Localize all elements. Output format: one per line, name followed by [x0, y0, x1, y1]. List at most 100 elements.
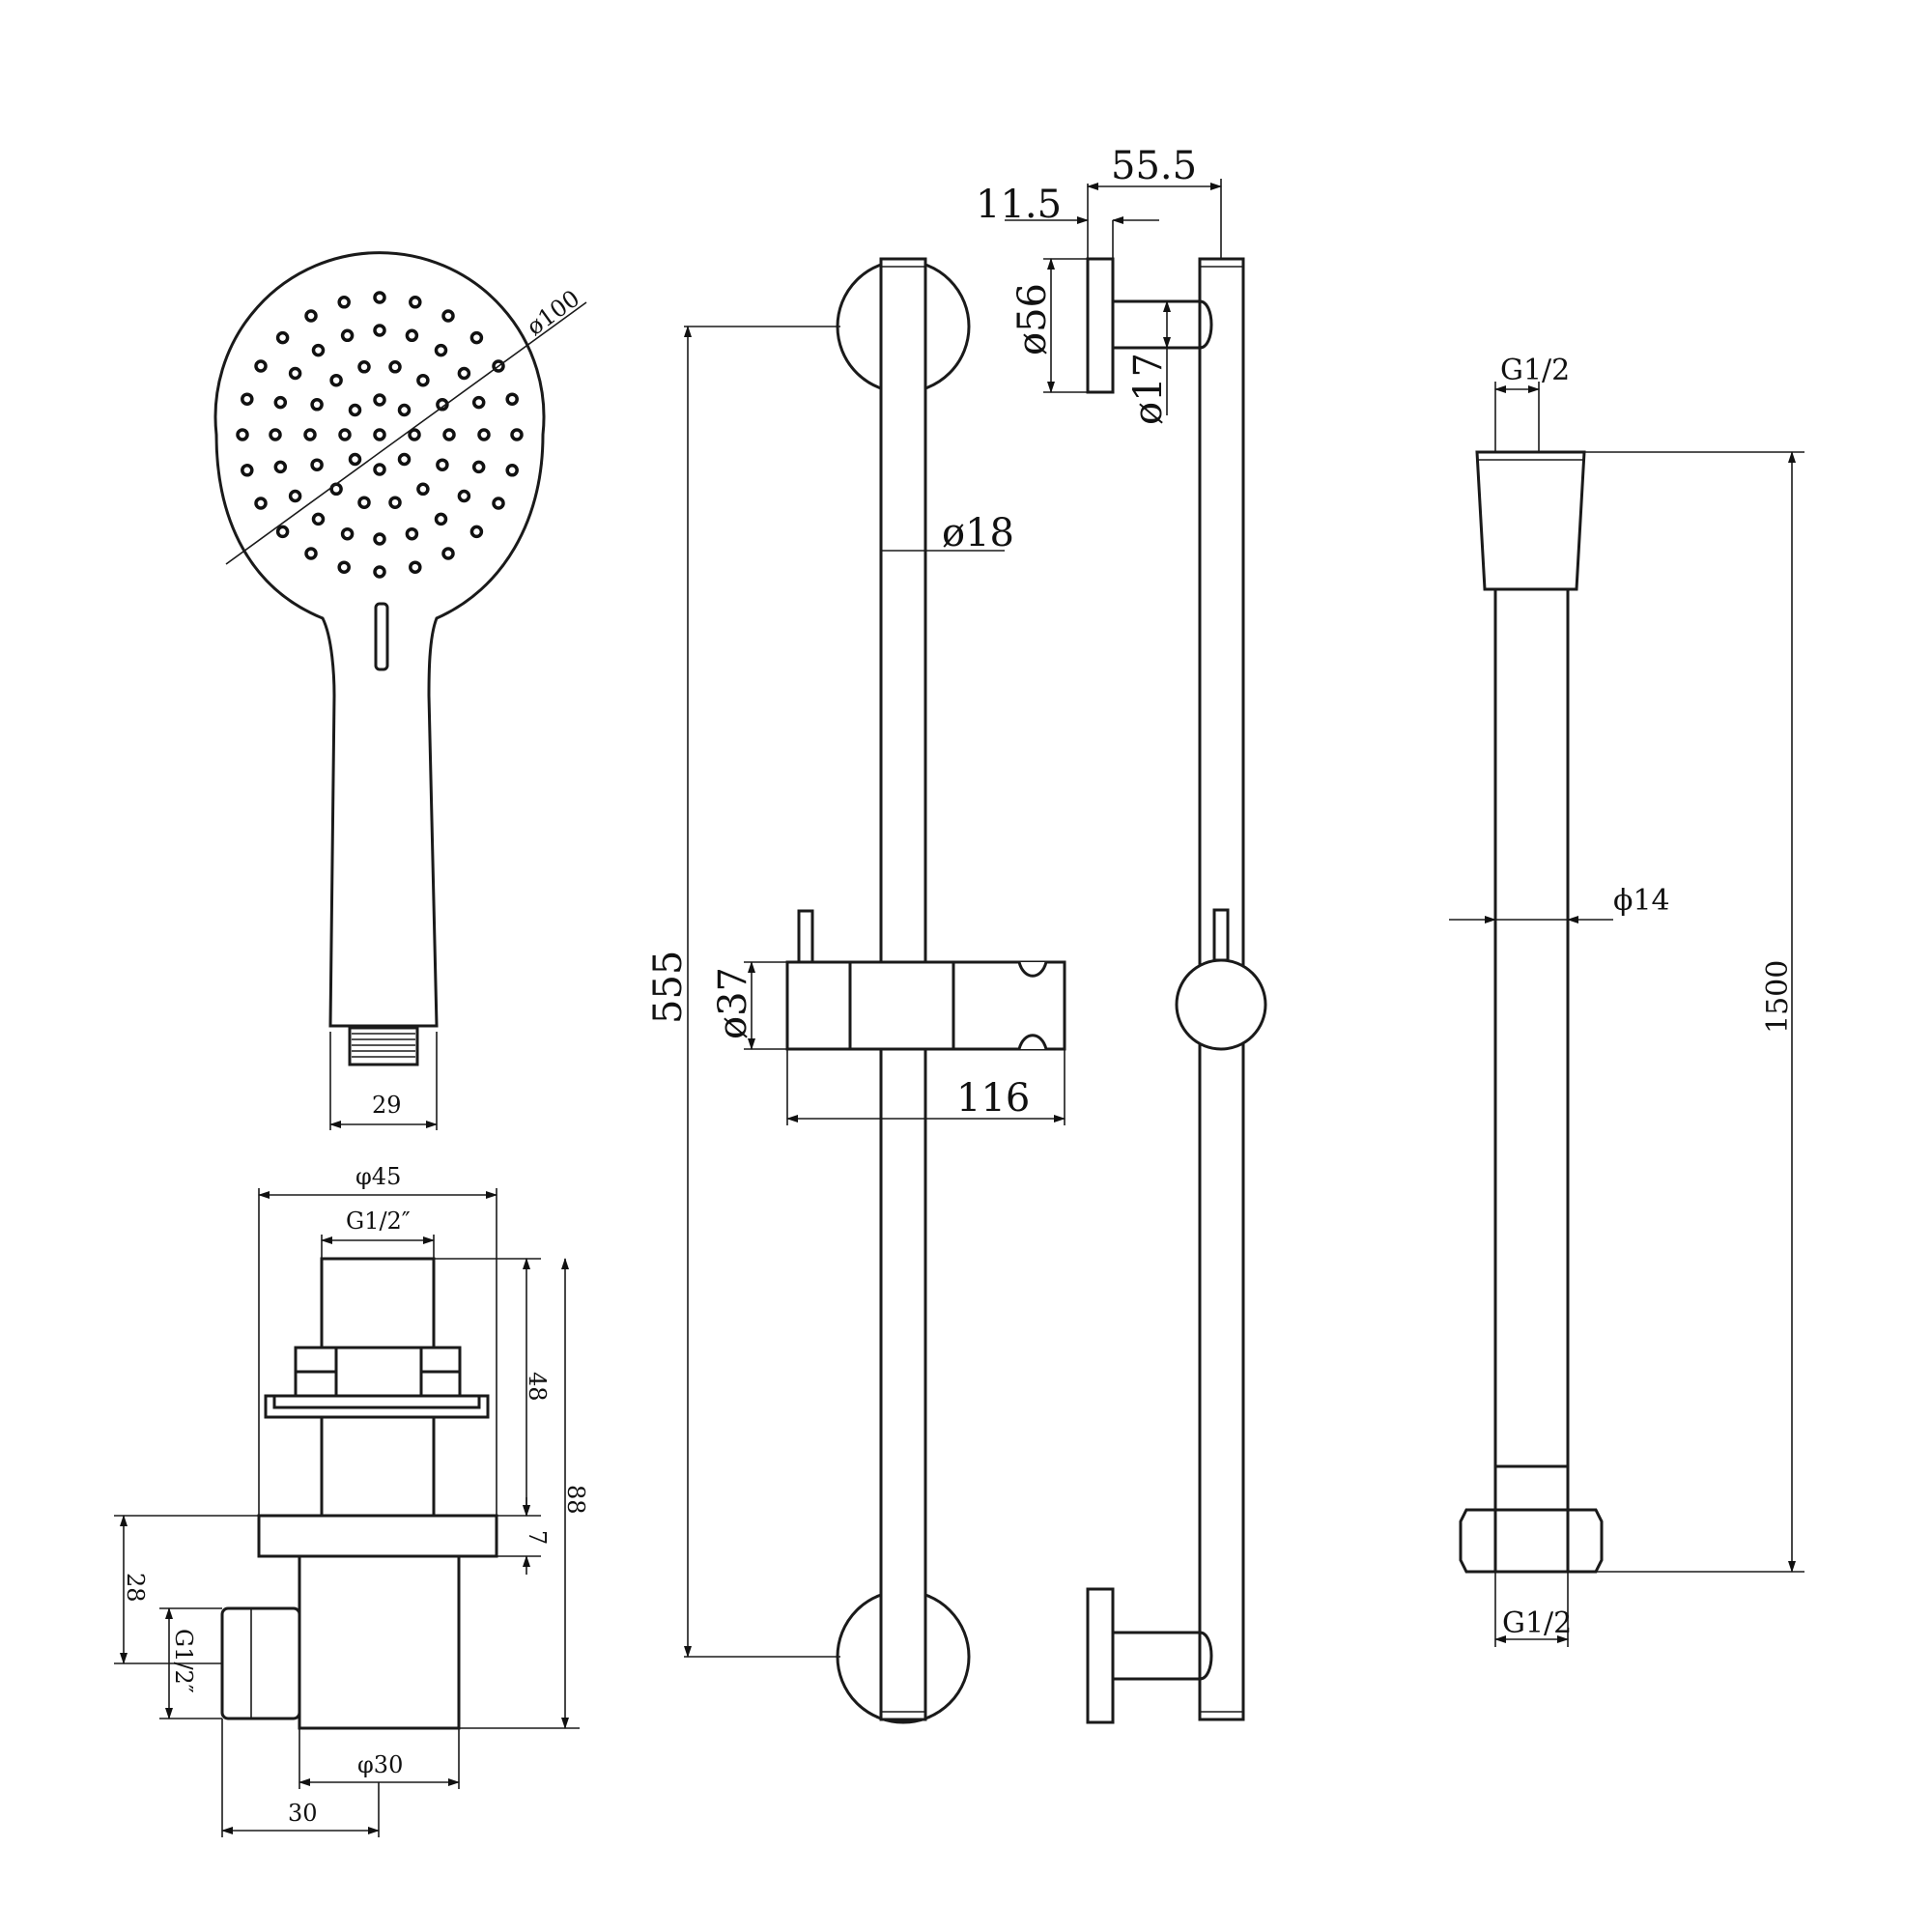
nozzle-hole: [457, 489, 471, 503]
side-arm-top: [1113, 299, 1213, 350]
nozzle-hole: [303, 428, 317, 441]
nozzle-hole: [310, 458, 324, 471]
nozzle-hole: [348, 452, 362, 467]
nozzle-hole: [275, 525, 290, 539]
nozzle-hole: [469, 525, 484, 539]
upper-height-label: 48: [524, 1372, 551, 1402]
nozzle-hole: [388, 496, 402, 509]
outlet-hex-nut: [294, 1346, 462, 1398]
hand-shower-button: [374, 602, 389, 671]
nozzle-hole: [373, 291, 386, 304]
nozzle-hole: [269, 428, 282, 441]
nozzle-hole: [457, 366, 471, 381]
face-diameter-label: ø100: [522, 285, 584, 341]
rail-slider: [785, 909, 1066, 1051]
nozzle-hole: [373, 428, 386, 441]
nozzle-hole: [373, 393, 386, 407]
hose-hex-nut: [1459, 1508, 1604, 1574]
hose-cone-nut: [1475, 450, 1586, 591]
nozzle-hole: [409, 296, 422, 309]
nozzle-hole: [241, 392, 254, 406]
nozzle-hole: [304, 547, 318, 560]
nozzle-hole: [357, 360, 371, 374]
nozzle-hole: [409, 560, 422, 574]
nozzle-hole: [329, 373, 343, 387]
hand-shower-thread: [348, 1026, 419, 1066]
nozzle-hole: [337, 296, 351, 309]
hose-ferrule: [1493, 1464, 1570, 1512]
outlet-top-thread: [320, 1257, 436, 1350]
body-diameter-label: φ30: [357, 1751, 403, 1778]
nozzle-hole: [492, 497, 505, 510]
rail-diameter-label: ø18: [942, 511, 1014, 555]
outlet-body: [298, 1554, 461, 1730]
outlet-shank: [320, 1415, 436, 1518]
side-slider: [1175, 958, 1267, 1051]
rail-side-view: 11.5 55.5 ø56 ø17: [976, 144, 1267, 1724]
nozzle-hole: [338, 428, 352, 441]
nozzle-hole: [348, 403, 362, 417]
nozzle-hole: [471, 460, 486, 474]
nozzle-hole: [241, 464, 254, 477]
hose-bottom-thread-label: G1/2: [1502, 1606, 1572, 1640]
nozzle-hole: [434, 512, 448, 526]
side-wall-plate-top: [1086, 257, 1115, 394]
nozzle-hole: [357, 496, 371, 509]
wall-outlet: φ45 G1/2″ 48 88 7 28 G1/2″ φ30: [114, 1163, 589, 1837]
nozzle-hole: [441, 309, 455, 323]
side-projection-label: 30: [288, 1800, 318, 1827]
nozzle-hole: [436, 398, 449, 412]
side-outlet-height-label: 28: [122, 1573, 149, 1603]
centre-distance-label: 555: [646, 951, 691, 1024]
wall-plate-diameter-label: ø56: [1010, 283, 1055, 355]
total-height-label: 88: [562, 1485, 589, 1515]
nozzle-hole: [434, 343, 448, 357]
nozzle-hole: [340, 328, 355, 343]
nozzle-hole: [471, 395, 486, 410]
side-wall-plate-bottom: [1086, 1587, 1115, 1724]
nozzle-hole: [510, 428, 524, 441]
slider-knob: [797, 909, 814, 964]
nozzle-hole: [310, 398, 324, 412]
arm-diameter-label: ø17: [1126, 353, 1171, 425]
hand-shower: ø100 29: [213, 251, 587, 1130]
nozzle-hole: [373, 324, 386, 337]
hose: G1/2 ϕ14 1500 G1/2: [1449, 354, 1804, 1647]
nozzle-hole: [273, 395, 288, 410]
nozzle-hole: [408, 428, 421, 441]
nozzle-hole: [405, 526, 419, 541]
bracket-offset-label: 11.5: [976, 183, 1062, 227]
nozzle-hole: [304, 309, 318, 323]
nozzle-hole: [505, 464, 519, 477]
nozzle-hole: [273, 460, 288, 474]
nozzle-hole: [492, 359, 505, 373]
nozzle-hole: [397, 403, 412, 417]
nozzle-hole: [436, 458, 449, 471]
nozzle-hole: [442, 428, 456, 441]
hose-diameter-label: ϕ14: [1613, 884, 1670, 918]
nozzle-hole: [373, 532, 386, 546]
nozzle-hole: [337, 560, 351, 574]
hand-shower-outline: [213, 251, 546, 1028]
slide-rail: 555 ø18 ø37 116: [646, 257, 1066, 1724]
nozzle-hole: [254, 359, 268, 373]
slider-diameter-label: ø37: [711, 967, 755, 1039]
nozzle-hole: [340, 526, 355, 541]
outlet-side-thread: [220, 1606, 301, 1720]
nozzle-hole: [236, 428, 249, 441]
nozzle-hole: [288, 366, 302, 381]
outlet-top-thread-label: G1/2″: [346, 1208, 411, 1235]
nozzle-hole: [397, 452, 412, 467]
nozzle-hole: [388, 360, 402, 374]
nozzle-holes: [236, 291, 524, 579]
slider-length-label: 116: [956, 1076, 1030, 1121]
nozzle-hole: [405, 328, 419, 343]
nozzle-hole: [254, 497, 268, 510]
nozzle-hole: [311, 512, 326, 526]
nozzle-hole: [275, 330, 290, 345]
hose-length-label: 1500: [1761, 960, 1795, 1034]
nozzle-hole: [373, 565, 386, 579]
nozzle-hole: [505, 392, 519, 406]
hose-top-thread-label: G1/2: [1500, 354, 1570, 387]
